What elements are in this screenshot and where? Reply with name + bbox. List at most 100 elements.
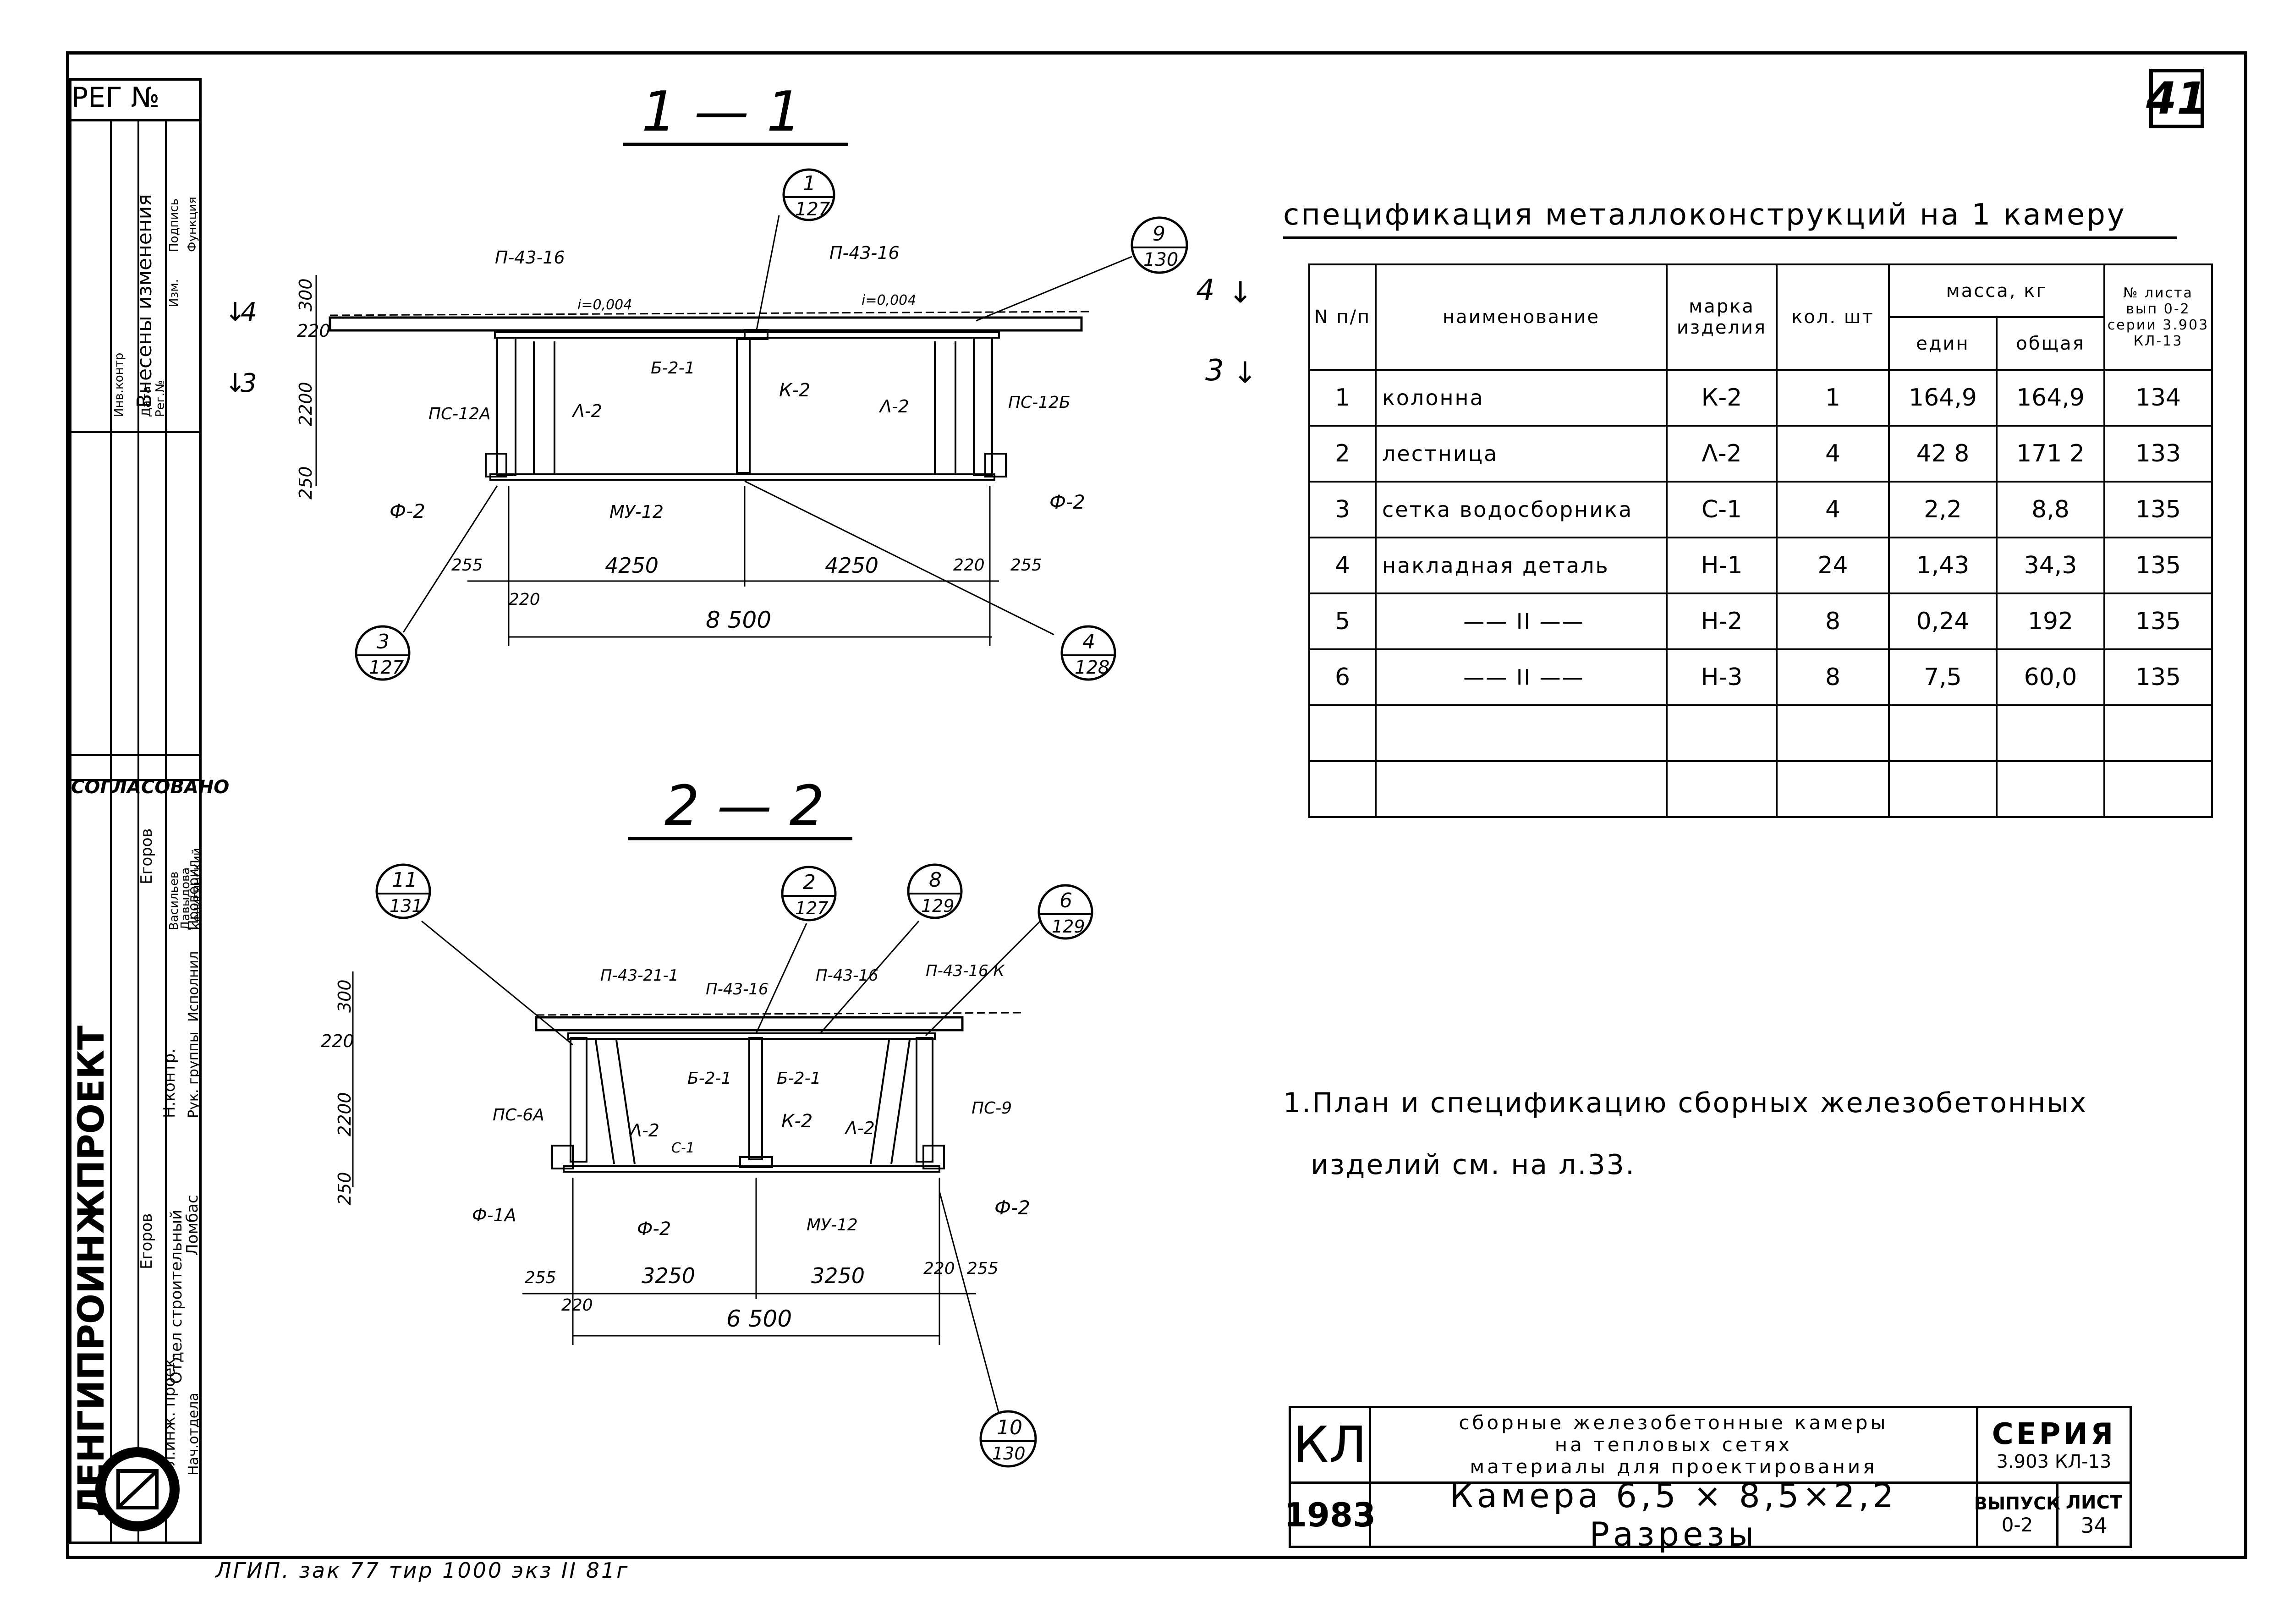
title-block-issue: ВЫПУСК 0-2 [1974, 1481, 2060, 1548]
svg-text:255: 255 [451, 556, 483, 575]
spec-title: спецификация металлоконструкций на 1 кам… [1283, 198, 2126, 232]
svg-text:i=0,004: i=0,004 [577, 297, 632, 313]
drawing-frame [66, 51, 2247, 1559]
svg-text:ПС-12А: ПС-12А [428, 405, 491, 423]
svg-text:6: 6 [1059, 889, 1072, 912]
table-row [1308, 704, 2213, 762]
svg-text:2200: 2200 [335, 1092, 355, 1136]
svg-text:255: 255 [967, 1259, 999, 1278]
slab-top [329, 316, 1083, 332]
ladder-right [934, 341, 956, 474]
reg-label: РЕГ № [71, 82, 160, 114]
svg-text:4: 4 [1082, 630, 1095, 653]
svg-text:Б-2-1: Б-2-1 [687, 1069, 732, 1088]
spec-header-row: N п/п наименование марка изделия кол. шт… [1308, 263, 2213, 371]
svg-text:Ф-2: Ф-2 [637, 1218, 671, 1240]
section-1-title: 1 — 1 [642, 80, 801, 144]
svg-text:i=0,004: i=0,004 [862, 292, 916, 308]
svg-text:Б-2-1: Б-2-1 [777, 1069, 821, 1088]
title-block-sheet: ЛИСТ 34 [2056, 1481, 2132, 1548]
svg-text:ПС-6А: ПС-6А [493, 1106, 544, 1125]
svg-text:130: 130 [992, 1443, 1026, 1464]
svg-text:300: 300 [335, 979, 355, 1013]
header-mass: масса, кг [1888, 263, 2105, 318]
callout-3-127: 3 127 [355, 625, 411, 681]
svg-text:127: 127 [795, 898, 829, 918]
svg-text:11: 11 [392, 868, 417, 892]
svg-text:130: 130 [1143, 249, 1178, 270]
svg-text:4250: 4250 [605, 553, 659, 578]
svg-text:3250: 3250 [811, 1263, 865, 1288]
svg-text:МУ-12: МУ-12 [807, 1216, 858, 1234]
svg-text:250: 250 [335, 1172, 355, 1205]
svg-text:250: 250 [296, 466, 316, 499]
svg-text:6 500: 6 500 [726, 1306, 792, 1332]
title-block-description: сборные железобетонные камеры на тепловы… [1369, 1406, 1978, 1484]
svg-text:220: 220 [297, 321, 330, 341]
header-qty: кол. шт [1776, 263, 1890, 371]
svg-text:4250: 4250 [825, 553, 878, 578]
note-line-1: 1.План и спецификацию сборных железобето… [1283, 1087, 2088, 1119]
svg-text:3: 3 [377, 630, 390, 653]
svg-text:9: 9 [1153, 222, 1165, 246]
left-strip-border [69, 78, 202, 1544]
left-stamp-strip: РЕГ № ЛЕНГИПРОИНЖПРОЕКТ СОГЛАСОВАНО Внес… [69, 78, 229, 1553]
svg-text:131: 131 [390, 896, 423, 916]
svg-text:Ф-2: Ф-2 [1049, 491, 1085, 513]
svg-text:↓: ↓ [1228, 276, 1253, 310]
svg-text:Λ-2: Λ-2 [844, 1118, 875, 1138]
svg-text:10: 10 [997, 1416, 1022, 1439]
svg-text:300: 300 [296, 278, 316, 312]
bottom-note: ЛГИП. зак 77 тир 1000 экз II 81г [215, 1558, 630, 1583]
svg-text:ПС-9: ПС-9 [972, 1099, 1012, 1118]
svg-text:ПС-12Б: ПС-12Б [1008, 393, 1070, 412]
svg-text:П-43-16: П-43-16 [495, 247, 565, 268]
sheet-number: 41 [2146, 69, 2207, 128]
title-block-sheet-title: Камера 6,5 × 8,5×2,2 Разрезы [1369, 1476, 1978, 1553]
svg-text:4: 4 [241, 297, 257, 327]
svg-text:220: 220 [923, 1259, 955, 1278]
svg-text:П-43-16 К: П-43-16 К [926, 962, 1005, 980]
header-mass-unit: един [1888, 316, 1998, 371]
svg-text:127: 127 [795, 199, 830, 220]
section-2-title: 2 — 2 [664, 774, 824, 838]
svg-text:8: 8 [929, 868, 942, 892]
bottom-plate [489, 473, 995, 481]
header-mass-total: общая [1996, 316, 2105, 371]
svg-text:Ф-1А: Ф-1А [472, 1205, 516, 1225]
svg-text:255: 255 [1010, 556, 1042, 575]
svg-text:Б-2-1: Б-2-1 [651, 359, 695, 378]
header-sheet-ref: № листа вып 0-2 серии 3.903 КЛ-13 [2103, 263, 2213, 371]
svg-text:К-2: К-2 [779, 380, 810, 401]
svg-text:255: 255 [525, 1268, 556, 1287]
header-name: наименование [1375, 263, 1668, 371]
callout-10-130: 10 130 [979, 1410, 1037, 1468]
svg-text:2: 2 [803, 871, 816, 894]
svg-text:К-2: К-2 [781, 1111, 812, 1132]
svg-text:С-1: С-1 [671, 1140, 695, 1156]
callout-9-130: 9 130 [1131, 216, 1188, 274]
callout-1-127: 1 127 [782, 168, 835, 221]
svg-text:Λ-2: Λ-2 [571, 401, 602, 421]
svg-text:129: 129 [921, 896, 955, 916]
svg-text:↓: ↓ [225, 368, 246, 398]
svg-text:П-43-16: П-43-16 [816, 966, 878, 985]
note: 1.План и спецификацию сборных железобето… [1283, 1072, 2087, 1196]
note-line-2: изделий см. на л.33. [1311, 1149, 1636, 1181]
svg-text:П-43-16: П-43-16 [829, 243, 900, 263]
spec-table: N п/п наименование марка изделия кол. шт… [1308, 263, 2213, 818]
svg-text:1: 1 [803, 172, 816, 195]
agreed-label: СОГЛАСОВАНО [71, 777, 230, 798]
svg-text:3: 3 [1205, 354, 1224, 388]
svg-text:220: 220 [953, 556, 985, 575]
svg-text:Ф-2: Ф-2 [994, 1196, 1030, 1219]
column [736, 338, 751, 474]
svg-text:↓: ↓ [225, 297, 246, 327]
svg-text:220: 220 [561, 1296, 593, 1315]
header-mark: марка изделия [1666, 263, 1778, 371]
